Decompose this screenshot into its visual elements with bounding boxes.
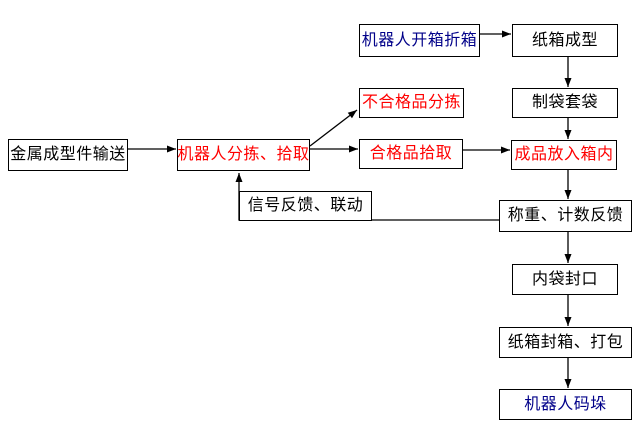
node-defective-sorting: 不合格品分拣 — [359, 88, 464, 118]
node-signal-feedback-linkage: 信号反馈、联动 — [239, 191, 372, 221]
node-product-into-box: 成品放入箱内 — [511, 140, 617, 170]
node-inner-bag-sealing: 内袋封口 — [512, 264, 618, 295]
node-bag-making-bagging: 制袋套袋 — [512, 88, 618, 118]
node-robot-sorting-picking: 机器人分拣、拾取 — [177, 139, 310, 171]
node-qualified-picking: 合格品拾取 — [359, 139, 463, 169]
edge-sort-to-defective — [309, 109, 358, 147]
node-robot-palletizing: 机器人码垛 — [499, 389, 632, 420]
node-weighing-count-feedback: 称重、计数反馈 — [499, 200, 632, 232]
node-carton-forming: 纸箱成型 — [512, 24, 618, 57]
node-carton-sealing-packing: 纸箱封箱、打包 — [499, 327, 632, 358]
node-metal-part-conveying: 金属成型件输送 — [8, 139, 128, 171]
node-robot-carton-opening: 机器人开箱折箱 — [359, 24, 480, 57]
